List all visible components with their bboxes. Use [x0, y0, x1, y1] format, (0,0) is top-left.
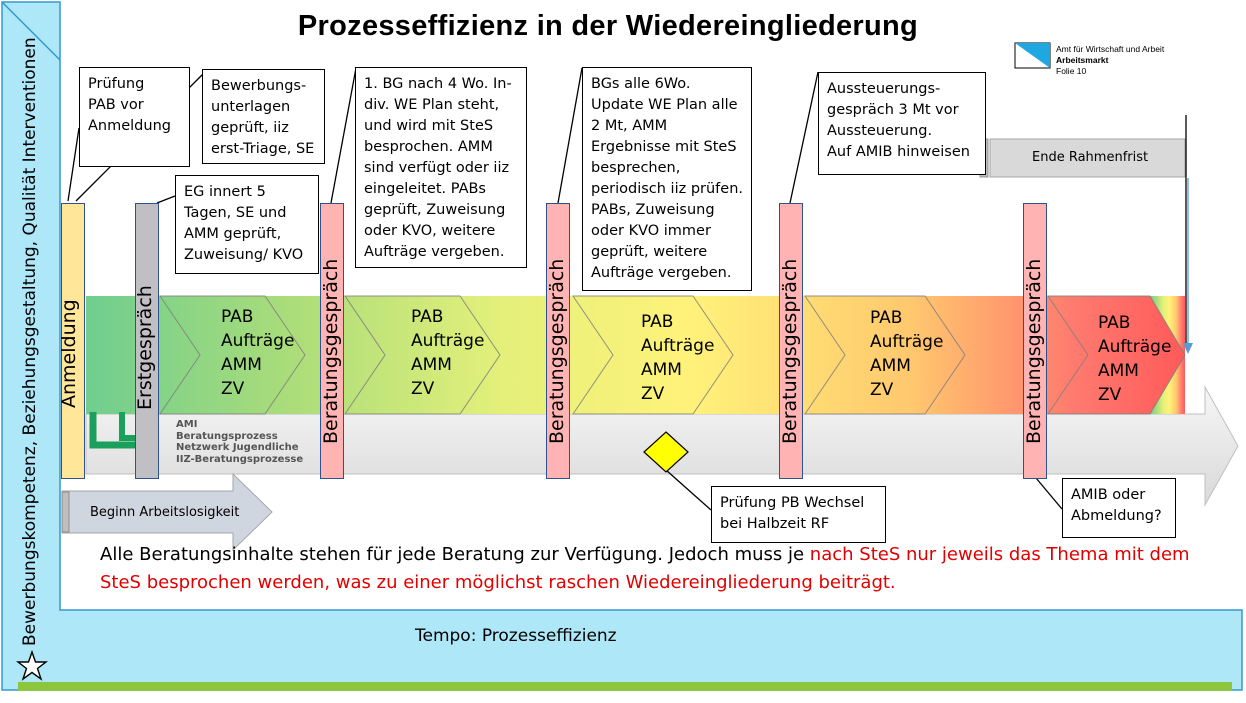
vertical-axis-label: Bewerbungskompetenz, Beziehungsgestaltun…: [20, 37, 40, 646]
phase-label-3: PAB Aufträge AMM ZV: [641, 312, 715, 404]
callout-bewerbungsunterlagen: Bewerbungs- unterlagen geprüft, iiz erst…: [202, 69, 325, 164]
chevron-4: [804, 295, 966, 415]
callout-bg-alle: BGs alle 6Wo. Update WE Plan alle 2 Mt, …: [582, 67, 752, 291]
milestone-anmeldung: [61, 203, 85, 479]
logo-text: Amt für Wirtschaft und Arbeit Arbeitsmar…: [1056, 44, 1165, 76]
phase-band: [86, 296, 1185, 414]
process-arrow-label: AMI Beratungsprozess Netzwerk Jugendlich…: [176, 419, 304, 465]
milestone-label-erstgespraech: Erstgespräch: [134, 285, 156, 410]
note-text-black: Alle Beratungsinhalte stehen für jede Be…: [100, 544, 810, 565]
start-arrow-label: Beginn Arbeitslosigkeit: [90, 505, 240, 520]
chevron-5: [1047, 295, 1186, 415]
milestone-beratung-2: [546, 203, 570, 479]
phase-label-5: PAB Aufträge AMM ZV: [1098, 313, 1172, 405]
milestone-beratung-3: [779, 203, 803, 479]
chevron-3: [572, 295, 734, 415]
callout-aussteuerung: Aussteuerungs- gespräch 3 Mt vor Aussteu…: [818, 72, 986, 175]
baseline-bar: [18, 682, 1232, 691]
milestone-beratung-4: [1023, 203, 1047, 479]
end-arrow-label: Ende Rahmenfrist: [1032, 150, 1149, 165]
callout-bg1: 1. BG nach 4 Wo. In- div. WE Plan steht,…: [355, 67, 527, 268]
callout-amib: AMIB oder Abmeldung?: [1062, 478, 1176, 538]
milestone-beratung-1: [320, 203, 344, 479]
end-frame-bar: [989, 138, 1186, 178]
milestone-label-beratung-1: Beratungsgespräch: [320, 258, 342, 444]
milestone-label-anmeldung: Anmeldung: [58, 299, 80, 408]
start-arrow: [61, 472, 273, 552]
chevron-1: [159, 295, 306, 415]
note-text-red: nach SteS nur jeweils das Thema mit dem …: [100, 544, 1190, 593]
milestone-label-beratung-3: Beratungsgespräch: [779, 258, 801, 444]
phase-label-1: PAB Aufträge AMM ZV: [221, 307, 295, 399]
green-arrow: [89, 412, 140, 449]
callout-pruefung-pb: Prüfung PB Wechsel bei Halbzeit RF: [711, 486, 886, 543]
milestone-label-beratung-4: Beratungsgespräch: [1023, 258, 1045, 444]
milestone-erstgespraech: [135, 203, 159, 479]
callout-pruefung-pab: Prüfung PAB vor Anmeldung: [79, 67, 190, 167]
milestone-diamond: [643, 431, 689, 473]
horizontal-axis-label: Tempo: Prozesseffizienz: [415, 626, 617, 646]
star-icon: [15, 649, 49, 681]
milestone-label-beratung-2: Beratungsgespräch: [546, 258, 568, 444]
phase-label-2: PAB Aufträge AMM ZV: [411, 307, 485, 399]
callout-eg: EG innert 5 Tagen, SE und AMM geprüft, Z…: [175, 175, 319, 274]
axis-frame: [1, 1, 1243, 691]
phase-label-4: PAB Aufträge AMM ZV: [870, 308, 944, 400]
slide-title: Prozesseffizienz in der Wiedereinglieder…: [297, 10, 919, 42]
note-text: Alle Beratungsinhalte stehen für jede Be…: [100, 541, 1220, 597]
zurich-canton-flag-icon: [1014, 42, 1051, 69]
chevron-2: [344, 295, 501, 415]
